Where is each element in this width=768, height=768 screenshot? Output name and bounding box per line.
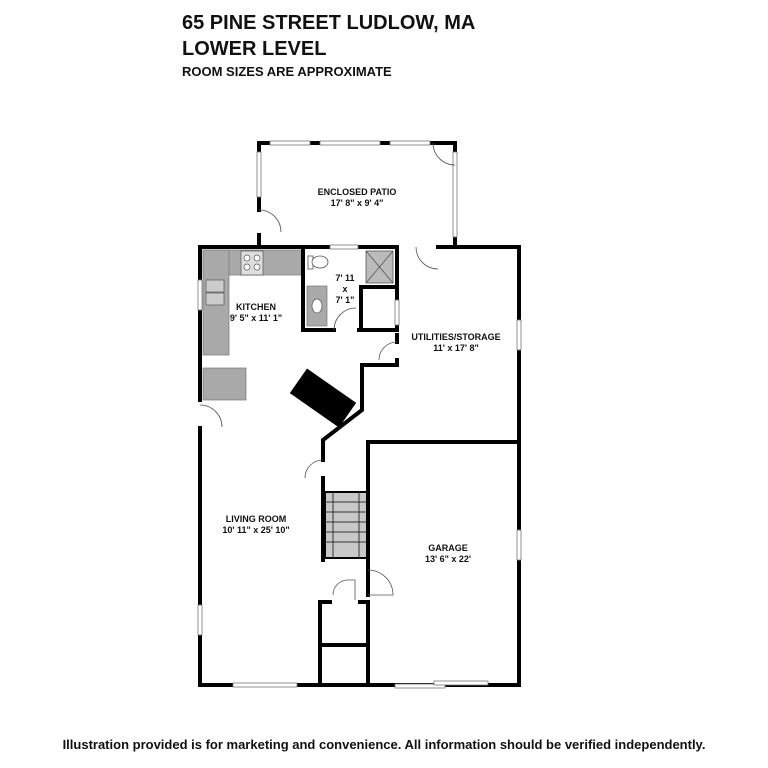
level-title: LOWER LEVEL (182, 38, 327, 60)
toilet-icon (307, 255, 329, 270)
sink-icon (205, 279, 225, 306)
windows (197, 140, 522, 689)
kitchen-island (202, 367, 247, 401)
walls (198, 141, 521, 687)
kitchen-size: 9' 5" x 11' 1" (230, 313, 282, 323)
utilities-size: 11' x 17' 8" (433, 343, 479, 353)
living-room-size: 10' 11" x 25' 10" (222, 525, 289, 535)
bath-size-line1: 7' 11 (335, 273, 354, 283)
garage-name: GARAGE (428, 543, 468, 553)
patio-size: 17' 8" x 9' 4" (331, 198, 384, 208)
patio-name: ENCLOSED PATIO (318, 187, 397, 197)
bath-size-line3: 7' 1" (336, 295, 355, 305)
shower-icon (365, 250, 394, 284)
garage-size: 13' 6" x 22' (425, 554, 471, 564)
doors (199, 142, 456, 600)
approximate-note: ROOM SIZES ARE APPROXIMATE (182, 64, 392, 79)
address-title: 65 PINE STREET LUDLOW, MA (182, 12, 476, 34)
bath-sink-icon (311, 298, 323, 314)
kitchen-name: KITCHEN (236, 302, 276, 312)
living-room-name: LIVING ROOM (226, 514, 287, 524)
stove-icon (240, 250, 264, 276)
chimney (289, 368, 357, 428)
disclaimer: Illustration provided is for marketing a… (62, 737, 706, 752)
stairs (324, 491, 368, 559)
bath-size-line2: x (342, 284, 347, 294)
utilities-name: UTILITIES/STORAGE (411, 332, 500, 342)
